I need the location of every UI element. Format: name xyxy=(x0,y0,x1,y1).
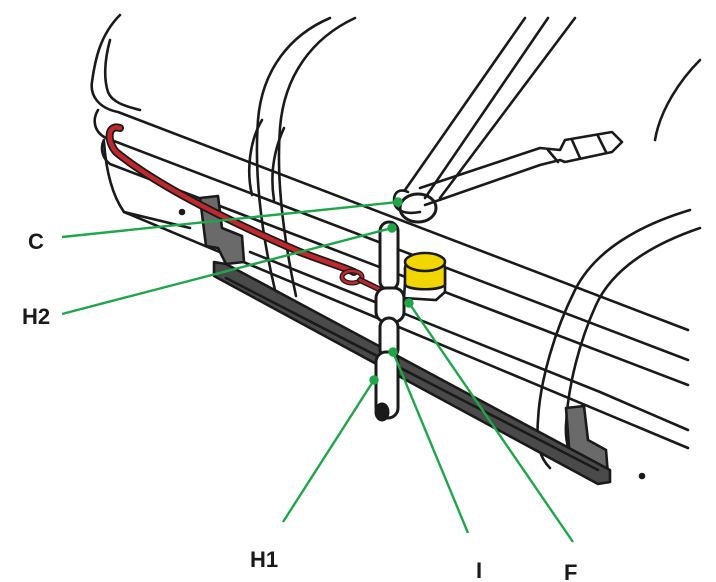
leader-line-h1 xyxy=(281,379,376,523)
leader-line-i xyxy=(391,351,470,534)
roof-rail-edge xyxy=(224,276,600,472)
rivet-right xyxy=(638,472,646,480)
leader-line-f xyxy=(408,302,574,543)
roof-box xyxy=(90,13,690,480)
callout-label-h1: H1 xyxy=(250,547,278,572)
leader-line-h2 xyxy=(61,226,393,316)
roof-box-lid-edge xyxy=(90,13,690,332)
callout-label-i: I xyxy=(476,558,482,582)
leader-lines xyxy=(61,197,574,543)
padlock xyxy=(402,251,447,302)
strap-right-loop xyxy=(536,58,702,470)
security-cable xyxy=(105,123,388,295)
chain xyxy=(374,192,438,422)
callout-label-h2: H2 xyxy=(22,304,50,329)
callout-label-c: C xyxy=(28,229,44,254)
chain-link-top xyxy=(378,220,400,292)
roof-box-lid-edge-inner xyxy=(103,38,142,112)
strap-right-buckle xyxy=(418,130,624,207)
leader-line-c xyxy=(61,200,399,239)
callout-label-f: F xyxy=(564,560,577,582)
rivet-left xyxy=(178,208,186,216)
chain-hook-top xyxy=(398,192,438,224)
